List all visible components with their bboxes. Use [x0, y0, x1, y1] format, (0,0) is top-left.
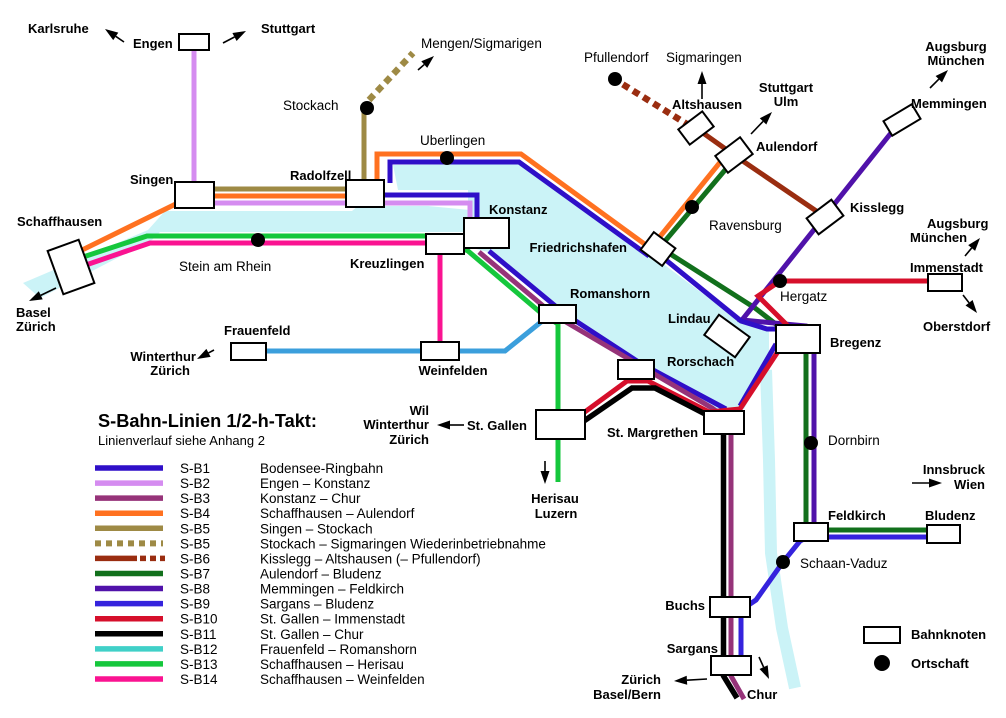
svg-text:S-B9: S-B9: [180, 597, 210, 612]
svg-text:Pfullendorf: Pfullendorf: [584, 50, 649, 65]
svg-text:Frauenfeld: Frauenfeld: [224, 323, 291, 338]
svg-text:Schaffhausen – Aulendorf: Schaffhausen – Aulendorf: [260, 506, 415, 521]
svg-text:Stockach: Stockach: [283, 98, 339, 113]
svg-text:S-B5: S-B5: [180, 521, 210, 536]
svg-text:Winterthur: Winterthur: [130, 349, 196, 364]
svg-text:Singen – Stockach: Singen – Stockach: [260, 521, 373, 536]
svg-text:S-B1: S-B1: [180, 461, 210, 476]
svg-text:S-B3: S-B3: [180, 491, 210, 506]
svg-text:St. Gallen: St. Gallen: [467, 418, 527, 433]
svg-text:Chur: Chur: [747, 687, 777, 702]
svg-text:St. Gallen – Immenstadt: St. Gallen – Immenstadt: [260, 612, 405, 627]
svg-text:Linienverlauf siehe Anhang 2: Linienverlauf siehe Anhang 2: [98, 433, 265, 448]
svg-text:S-B14: S-B14: [180, 672, 218, 687]
svg-text:Buchs: Buchs: [665, 598, 705, 613]
svg-text:Dornbirn: Dornbirn: [828, 433, 880, 448]
svg-text:Ortschaft: Ortschaft: [911, 656, 969, 671]
svg-text:Feldkirch: Feldkirch: [828, 508, 886, 523]
svg-text:Zürich: Zürich: [16, 319, 56, 334]
svg-text:Memmingen: Memmingen: [911, 96, 987, 111]
svg-text:Mengen/Sigmarigen: Mengen/Sigmarigen: [421, 36, 542, 51]
svg-text:Immenstadt: Immenstadt: [910, 260, 984, 275]
svg-text:Stein am Rhein: Stein am Rhein: [179, 259, 271, 274]
svg-text:S-B7: S-B7: [180, 566, 210, 581]
svg-text:Stuttgart: Stuttgart: [261, 21, 316, 36]
svg-text:Sargans – Bludenz: Sargans – Bludenz: [260, 597, 374, 612]
svg-text:München: München: [927, 53, 984, 68]
svg-text:Engen: Engen: [133, 36, 173, 51]
svg-text:Schaffhausen – Weinfelden: Schaffhausen – Weinfelden: [260, 672, 425, 687]
svg-text:Stockach – Sigmaringen Wiederi: Stockach – Sigmaringen Wiederinbetriebna…: [260, 536, 546, 551]
svg-text:Hergatz: Hergatz: [780, 289, 828, 304]
svg-text:Augsburg: Augsburg: [925, 39, 986, 54]
svg-text:S-B6: S-B6: [180, 551, 210, 566]
svg-text:Ulm: Ulm: [774, 94, 799, 109]
svg-text:Kisslegg – Altshausen (– Pfull: Kisslegg – Altshausen (– Pfullendorf): [260, 551, 481, 566]
svg-text:S-B5: S-B5: [180, 536, 210, 551]
svg-text:Konstanz – Chur: Konstanz – Chur: [260, 491, 361, 506]
svg-text:S-B8: S-B8: [180, 582, 210, 597]
svg-text:Altshausen: Altshausen: [672, 97, 742, 112]
svg-text:Basel: Basel: [16, 305, 51, 320]
svg-text:Aulendorf – Bludenz: Aulendorf – Bludenz: [260, 566, 382, 581]
svg-text:Aulendorf: Aulendorf: [756, 139, 818, 154]
svg-text:Bodensee-Ringbahn: Bodensee-Ringbahn: [260, 461, 383, 476]
svg-text:Wien: Wien: [954, 477, 985, 492]
svg-text:Bregenz: Bregenz: [830, 335, 882, 350]
svg-text:Radolfzell: Radolfzell: [290, 168, 351, 183]
svg-text:S-B4: S-B4: [180, 506, 211, 521]
svg-text:Stuttgart: Stuttgart: [759, 80, 814, 95]
svg-text:Memmingen – Feldkirch: Memmingen – Feldkirch: [260, 582, 404, 597]
svg-text:St. Gallen – Chur: St. Gallen – Chur: [260, 627, 364, 642]
svg-text:Zürich: Zürich: [621, 672, 661, 687]
svg-text:Luzern: Luzern: [535, 506, 578, 521]
svg-text:Zürich: Zürich: [150, 363, 190, 378]
svg-text:Basel/Bern: Basel/Bern: [593, 687, 661, 702]
svg-text:Frauenfeld – Romanshorn: Frauenfeld – Romanshorn: [260, 642, 417, 657]
svg-text:Bludenz: Bludenz: [925, 508, 976, 523]
svg-text:Winterthur: Winterthur: [363, 417, 429, 432]
svg-text:St. Margrethen: St. Margrethen: [607, 425, 698, 440]
svg-text:Ravensburg: Ravensburg: [709, 218, 782, 233]
svg-text:Kisslegg: Kisslegg: [850, 200, 904, 215]
svg-text:Zürich: Zürich: [389, 432, 429, 447]
svg-text:Friedrichshafen: Friedrichshafen: [529, 240, 627, 255]
svg-text:S-B13: S-B13: [180, 657, 218, 672]
svg-text:S-B12: S-B12: [180, 642, 218, 657]
svg-text:Augsburg: Augsburg: [927, 216, 988, 231]
svg-text:München: München: [910, 230, 967, 245]
svg-text:S-B2: S-B2: [180, 476, 210, 491]
svg-text:Herisau: Herisau: [531, 491, 579, 506]
svg-text:Oberstdorf: Oberstdorf: [923, 319, 991, 334]
svg-text:Engen – Konstanz: Engen – Konstanz: [260, 476, 371, 491]
svg-text:Kreuzlingen: Kreuzlingen: [350, 256, 424, 271]
svg-text:Sargans: Sargans: [667, 641, 718, 656]
svg-text:Weinfelden: Weinfelden: [418, 363, 487, 378]
svg-text:Wil: Wil: [410, 403, 429, 418]
svg-text:Bahnknoten: Bahnknoten: [911, 627, 986, 642]
svg-text:Uberlingen: Uberlingen: [420, 133, 485, 148]
svg-text:Rorschach: Rorschach: [667, 354, 734, 369]
svg-text:Schaan-Vaduz: Schaan-Vaduz: [800, 556, 888, 571]
svg-text:Schaffhausen: Schaffhausen: [17, 214, 102, 229]
svg-text:Romanshorn: Romanshorn: [570, 286, 650, 301]
svg-text:Schaffhausen – Herisau: Schaffhausen – Herisau: [260, 657, 404, 672]
svg-text:Lindau: Lindau: [668, 311, 711, 326]
svg-text:Innsbruck: Innsbruck: [923, 462, 986, 477]
svg-text:Sigmaringen: Sigmaringen: [666, 50, 742, 65]
svg-text:S-B11: S-B11: [180, 627, 217, 642]
svg-text:S-Bahn-Linien 1/2-h-Takt:: S-Bahn-Linien 1/2-h-Takt:: [98, 411, 317, 431]
svg-text:Karlsruhe: Karlsruhe: [28, 21, 89, 36]
svg-text:Konstanz: Konstanz: [489, 202, 548, 217]
svg-text:S-B10: S-B10: [180, 612, 218, 627]
svg-text:Singen: Singen: [130, 172, 173, 187]
